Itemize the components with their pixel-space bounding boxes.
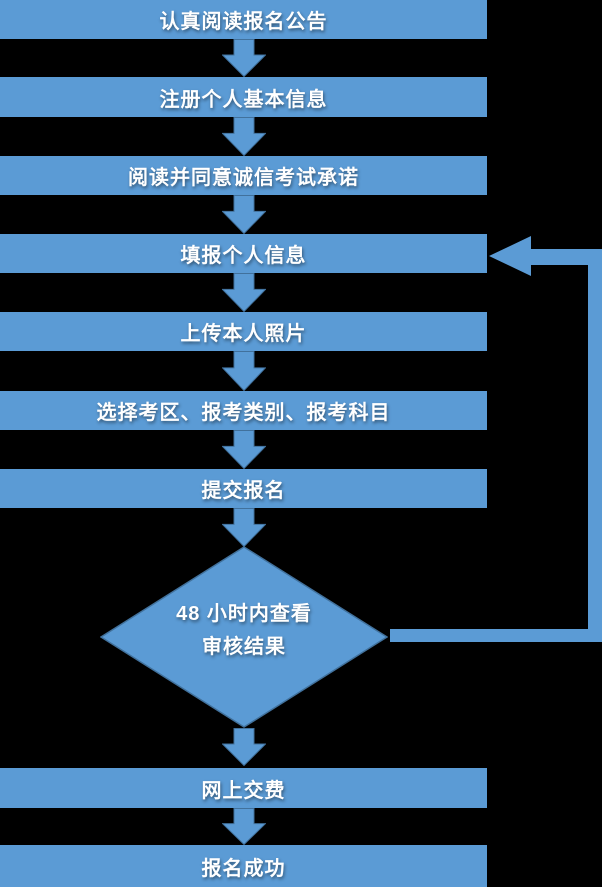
down-arrow xyxy=(222,808,266,845)
down-arrow xyxy=(222,728,266,766)
down-arrow xyxy=(222,273,266,312)
down-arrow xyxy=(222,117,266,156)
decision-diamond-review-result: 48 小时内查看 审核结果 xyxy=(100,546,388,728)
flow-node-label: 选择考区、报考类别、报考科目 xyxy=(96,402,391,424)
flow-node-registration-success: 报名成功 xyxy=(0,845,487,887)
flow-node-upload-photo: 上传本人照片 xyxy=(0,312,487,351)
decision-label-line1: 48 小时内查看 xyxy=(176,603,312,625)
down-arrow xyxy=(222,39,266,77)
down-arrow xyxy=(222,351,266,391)
flow-node-fill-personal-info: 填报个人信息 xyxy=(0,234,487,273)
flow-node-label: 阅读并同意诚信考试承诺 xyxy=(128,167,359,189)
flow-node-select-exam-options: 选择考区、报考类别、报考科目 xyxy=(0,391,487,430)
flow-node-label: 报名成功 xyxy=(201,857,286,880)
flow-node-label: 填报个人信息 xyxy=(180,245,307,267)
down-arrow xyxy=(222,430,266,469)
flow-node-register-info: 注册个人基本信息 xyxy=(0,77,487,117)
flow-node-agree-commitment: 阅读并同意诚信考试承诺 xyxy=(0,156,487,195)
flow-node-submit-registration: 提交报名 xyxy=(0,469,487,508)
flow-node-label: 认真阅读报名公告 xyxy=(159,11,328,33)
loop-connector-top-segment xyxy=(531,249,602,265)
down-arrow xyxy=(222,195,266,234)
flow-node-label: 提交报名 xyxy=(201,480,286,502)
flow-node-label: 注册个人基本信息 xyxy=(159,88,328,111)
flow-node-read-announcement: 认真阅读报名公告 xyxy=(0,0,487,39)
loop-connector-bottom-segment xyxy=(390,629,602,642)
loop-connector-vertical-segment xyxy=(588,249,602,642)
decision-label-line2: 审核结果 xyxy=(202,636,286,658)
flow-node-pay-online: 网上交费 xyxy=(0,768,487,808)
flow-node-label: 上传本人照片 xyxy=(180,323,307,345)
decision-label: 48 小时内查看 审核结果 xyxy=(100,598,388,664)
loop-connector-arrowhead-icon xyxy=(489,236,531,276)
diamond-shape xyxy=(100,546,388,728)
flow-node-label: 网上交费 xyxy=(201,779,286,802)
down-arrow xyxy=(222,508,266,547)
